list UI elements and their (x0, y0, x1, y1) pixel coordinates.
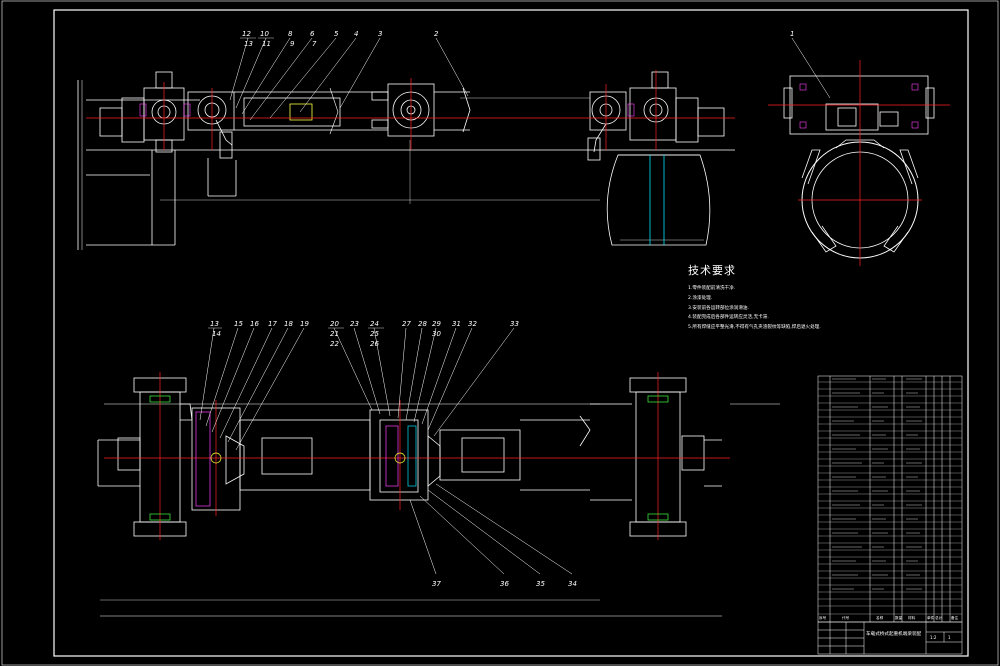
balloon: 2 (434, 30, 439, 38)
technical-requirement-line: 5.所有焊缝应平整光滑,不得有气孔夹渣裂纹等缺陷,焊后退火处理. (688, 325, 821, 331)
balloon: 3 (378, 30, 382, 38)
balloon-numbers: 12 10 8 6 5 4 3 2 13 11 9 7 1 13 15 16 1… (210, 30, 794, 588)
sheet-inner-frame (53, 9, 969, 657)
balloon: 13 (210, 320, 219, 328)
balloon: 19 (300, 320, 309, 328)
balloon: 16 (250, 320, 259, 328)
balloon: 27 (402, 320, 411, 328)
top-view-details (139, 103, 635, 117)
header-cell: 序号 (819, 615, 827, 620)
balloon: 14 (212, 330, 221, 338)
balloon: 35 (536, 580, 545, 588)
balloon: 17 (268, 320, 277, 328)
drawing-sheet-number: 1 (948, 635, 951, 640)
technical-requirements-title: 技术要求 (688, 264, 736, 277)
side-view-details (799, 83, 919, 129)
balloon: 24 (370, 320, 379, 328)
parts-list-rows (818, 381, 962, 615)
side-view-center-lines (768, 60, 950, 266)
balloon: 7 (312, 40, 317, 48)
bottom-view (97, 377, 780, 617)
technical-requirement-line: 1.零件装配前清洗干净. (688, 286, 736, 291)
header-cell: 数量 (895, 615, 903, 620)
parts-list-entries (832, 378, 922, 590)
balloon: 10 (260, 30, 269, 38)
balloon: 6 (310, 30, 315, 38)
balloon: 22 (330, 340, 339, 348)
drawing-scale: 1:2 (930, 635, 937, 640)
leader-lines (199, 37, 831, 575)
balloon: 1 (790, 30, 794, 38)
header-cell: 单件 (927, 615, 935, 620)
balloon: 37 (432, 580, 441, 588)
parts-list-header-cells: 序号 代号 名称 数量 材料 单件 总计 备注 (819, 615, 959, 620)
title-block-text: 车载式桥式起重机端梁装配 1:2 1 (866, 630, 951, 640)
balloon: 12 (242, 30, 251, 38)
balloon: 20 (330, 320, 339, 328)
technical-requirement-line: 2.涂漆处理. (688, 295, 713, 301)
balloon: 21 (330, 330, 339, 338)
side-view (783, 75, 935, 259)
technical-requirements: 技术要求 1.零件装配前清洗干净. 2.涂漆处理. 3.安装前各运转部位涂润滑油… (688, 262, 858, 333)
balloon: 15 (234, 320, 243, 328)
balloon: 5 (334, 30, 339, 38)
technical-requirement-line: 4.装配完成后各部件运转应灵活,无卡滞. (688, 315, 769, 321)
balloon: 31 (452, 320, 461, 328)
technical-requirement-line: 3.安装前各运转部位涂润滑油. (688, 305, 749, 311)
header-cell: 代号 (842, 615, 850, 620)
balloon: 33 (510, 320, 519, 328)
title-block (817, 621, 963, 655)
balloon: 13 (244, 40, 253, 48)
balloon: 28 (418, 320, 427, 328)
balloon: 29 (432, 320, 441, 328)
header-cell: 材料 (908, 615, 916, 620)
balloon: 4 (354, 30, 358, 38)
top-view (77, 71, 735, 250)
balloon: 36 (500, 580, 509, 588)
balloon: 34 (568, 580, 577, 588)
balloon: 30 (432, 330, 441, 338)
balloon: 32 (468, 320, 477, 328)
header-cell: 总计 (935, 615, 943, 620)
header-cell: 备注 (951, 615, 959, 620)
drawing-title: 车载式桥式起重机端梁装配 (866, 630, 922, 637)
balloon: 11 (262, 40, 271, 48)
bottom-view-details (149, 395, 669, 521)
balloon: 18 (284, 320, 293, 328)
balloon: 9 (290, 40, 295, 48)
balloon: 8 (288, 30, 293, 38)
balloon: 25 (370, 330, 379, 338)
balloon-underlines (208, 37, 384, 329)
bottom-view-center-lines (104, 372, 730, 540)
top-view-center-lines (86, 70, 735, 150)
balloon: 26 (370, 340, 379, 348)
balloon: 23 (350, 320, 359, 328)
header-cell: 名称 (876, 615, 884, 620)
